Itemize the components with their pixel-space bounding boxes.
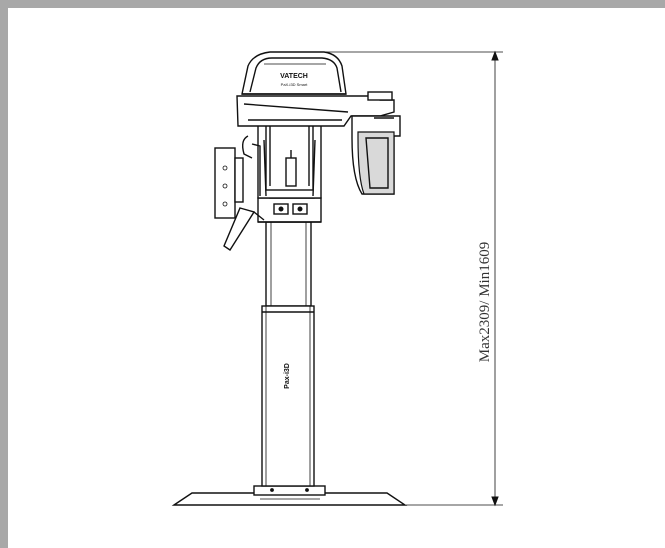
head-brand-label: VATECH	[280, 73, 308, 80]
xray-unit-drawing: Pax-i3D	[171, 50, 503, 507]
sensor-unit	[351, 115, 401, 195]
control-box	[214, 147, 244, 219]
handle	[223, 207, 265, 251]
dimension-label: Max2309/ Min1609	[477, 242, 493, 362]
column	[261, 221, 315, 487]
rotating-arm	[236, 91, 395, 127]
drawing-canvas: Pax-i3D	[8, 8, 665, 548]
column-brand-label: Pax-i3D	[284, 363, 291, 389]
dimension-line	[324, 50, 503, 507]
head-brand-sublabel: PaX-i3D Smart	[281, 82, 309, 87]
base-plate	[171, 485, 408, 506]
